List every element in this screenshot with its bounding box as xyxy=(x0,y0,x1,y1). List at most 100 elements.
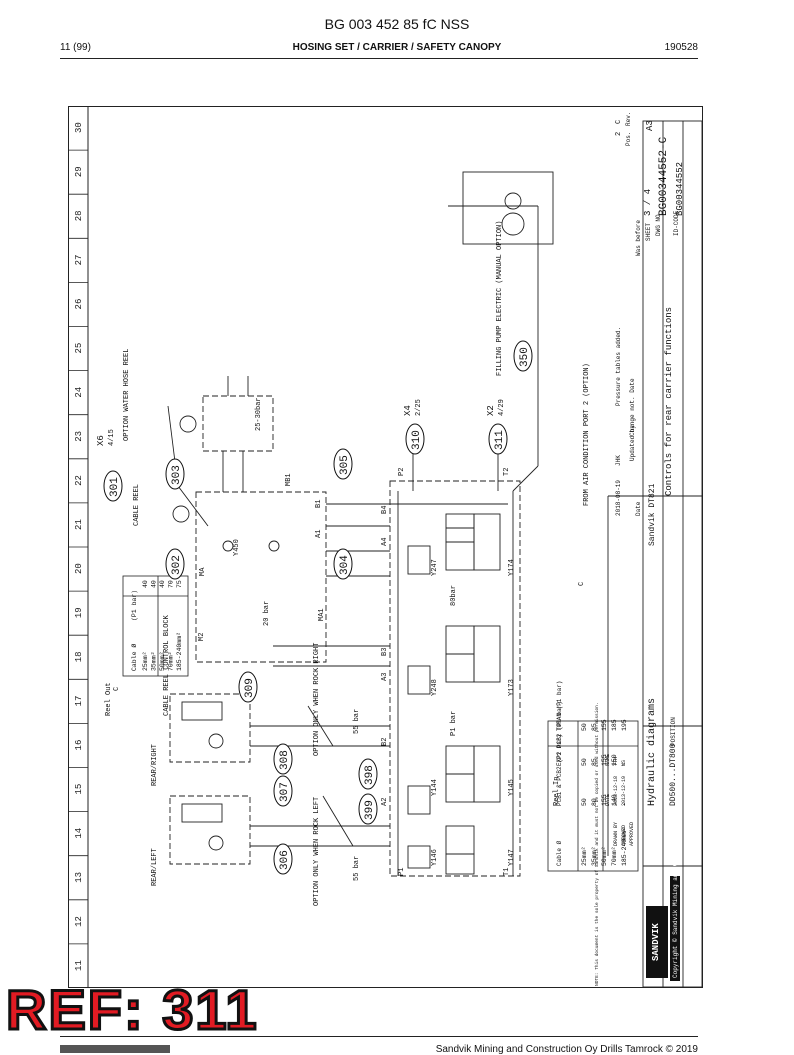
reel-in-cell: 185 xyxy=(611,719,618,731)
callout-label: 308 xyxy=(279,750,291,770)
reel-out-cell-cable: 35mm² xyxy=(151,651,158,671)
port-a4: A4 xyxy=(381,538,389,546)
grid-column-label: 25 xyxy=(74,343,84,354)
grid-column-label: 16 xyxy=(74,740,84,751)
filling-pump-symbol xyxy=(504,192,522,210)
valve-y450: Y450 xyxy=(233,539,241,556)
grid-column-label: 17 xyxy=(74,696,84,707)
drawn-by-label: DRAWN BY xyxy=(613,822,619,846)
c-marker-main: C xyxy=(578,582,586,586)
label-cable-reel: CABLE REEL xyxy=(133,484,141,526)
reel-in-cell: 80 xyxy=(591,798,598,806)
pilot-valve-3 xyxy=(407,785,431,815)
callout-circle xyxy=(333,548,353,580)
pos-label: Pos. xyxy=(625,132,632,146)
date-label: Date xyxy=(635,501,642,516)
reel-in-header: PCB1 & PCB2 (P1 bar) xyxy=(556,734,563,806)
reel-in-cell: 155 xyxy=(601,794,608,806)
grid-column-label: 30 xyxy=(74,122,84,133)
reel-in-cell: 50 xyxy=(581,798,588,806)
port-ma1: MA1 xyxy=(318,608,326,621)
callout-circle xyxy=(103,470,123,502)
date-header: DATE xyxy=(605,794,611,806)
rear-left-box xyxy=(169,795,251,865)
ref-stamp: REF: 311 xyxy=(5,978,259,1041)
grid-column-label: 18 xyxy=(74,651,84,662)
callout-label: 303 xyxy=(171,465,183,485)
reel-in-header: Cable Ø xyxy=(556,840,563,866)
reel-in-cell: 50mm² xyxy=(601,846,608,866)
footer-stub xyxy=(60,1045,170,1053)
callout-circle xyxy=(165,548,185,580)
port-t1: T1 xyxy=(503,868,511,876)
main-valve-block xyxy=(389,480,521,877)
rev-value: C xyxy=(615,120,623,124)
label-option-rear-left: OPTION ONLY WHEN ROCK LEFT xyxy=(313,797,321,906)
callout-label: 310 xyxy=(411,430,423,450)
grid-column-label: 28 xyxy=(74,210,84,221)
change-by: JHK xyxy=(615,455,622,466)
port-x2: X2 xyxy=(486,405,496,416)
reel-out-cell-cable: 70mm² xyxy=(168,651,175,671)
valve-y247: Y247 xyxy=(431,559,439,576)
grid-column-label: 23 xyxy=(74,431,84,442)
pump-motor-symbol xyxy=(501,212,525,236)
callout-circle xyxy=(273,743,293,775)
reel-in-cell: 195 xyxy=(621,719,628,731)
port-m2: M2 xyxy=(198,633,206,641)
approved-label: APPROVED xyxy=(629,822,635,846)
port-x6-sheet: 4/15 xyxy=(108,429,116,446)
reel-in-cell: - xyxy=(621,762,628,766)
reel-out-cell-cable: 50mm² xyxy=(159,651,166,671)
change-date: 2018-08-19 xyxy=(615,480,622,516)
callout-circle xyxy=(405,423,425,455)
valve-section-2 xyxy=(445,625,501,683)
section-title: HOSING SET / CARRIER / SAFETY CANOPY xyxy=(292,42,502,53)
drawn-date: 2013-12-18 xyxy=(613,776,619,806)
reel-in-cell: 35mm² xyxy=(591,846,598,866)
grid-column-label: 27 xyxy=(74,255,84,266)
grid-column-label: 21 xyxy=(74,519,84,530)
reel-in-cell: 25mm² xyxy=(581,846,588,866)
port-x4: X4 xyxy=(403,405,413,416)
callout-circle xyxy=(358,793,378,825)
pressure-right-option: 55 bar xyxy=(353,709,361,734)
sheet-size: A3 xyxy=(645,120,655,131)
grid-column-label: 11 xyxy=(74,960,84,971)
callout-circle xyxy=(488,423,508,455)
callout-circle xyxy=(333,448,353,480)
grid-column-label: 12 xyxy=(74,916,84,927)
filling-pump-box xyxy=(462,171,554,245)
callout-circle xyxy=(513,340,533,372)
pressure-pilot: 80bar xyxy=(450,585,458,606)
reel-out-cell-pressure: 40 xyxy=(142,580,149,588)
dwg-no-label: DWG NO xyxy=(655,214,662,236)
header-rule xyxy=(60,58,698,59)
callout-label: 301 xyxy=(109,477,121,497)
grid-column-label: 29 xyxy=(74,166,84,177)
copyright-band xyxy=(670,876,680,981)
document-number: BG 003 452 85 fC NSS xyxy=(324,16,470,32)
drawing-subtitle: Controls for rear carrier functions xyxy=(664,307,674,496)
callout-circle xyxy=(165,458,185,490)
valve-y145: Y145 xyxy=(508,779,516,796)
callout-label: 306 xyxy=(279,850,291,870)
change-label: Change not. Date xyxy=(629,378,636,436)
grid-column-label: 19 xyxy=(74,607,84,618)
label-from-air-condition: FROM AIR CONDITION PORT 2 (OPTION) xyxy=(583,363,591,506)
footer-rule xyxy=(60,1036,698,1037)
sandvik-logo-band xyxy=(646,906,668,978)
checked-name: MS xyxy=(621,760,627,766)
reel-in-cell: 50 xyxy=(581,723,588,731)
footer-copyright: Sandvik Mining and Construction Oy Drill… xyxy=(435,1044,698,1055)
checked-label: CHECKED xyxy=(621,825,627,846)
port-x6: X6 xyxy=(96,435,106,446)
rear-right-box xyxy=(169,693,251,763)
pressure-left-option: 55 bar xyxy=(353,856,361,881)
change-text: Pressure tables added. xyxy=(615,327,622,406)
port-mb1: MB1 xyxy=(285,473,293,486)
